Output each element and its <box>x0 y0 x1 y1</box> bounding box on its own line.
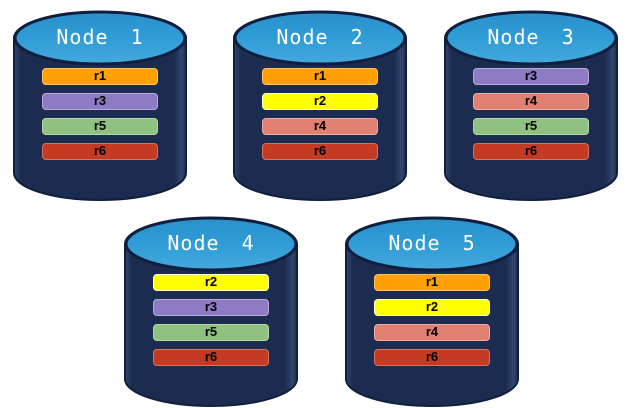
replica-bar: r1 <box>42 68 158 85</box>
replica-bar: r1 <box>262 68 378 85</box>
replica-bar: r6 <box>374 349 490 366</box>
node-title: Node 5 <box>388 231 476 255</box>
replica-bar: r6 <box>42 143 158 160</box>
replica-list: r3 r4 r5 r6 <box>473 68 589 168</box>
db-node-1: Node 1 r1 r3 r5 r6 <box>12 8 188 202</box>
replica-bar: r5 <box>42 118 158 135</box>
replica-bar: r5 <box>153 324 269 341</box>
replica-list: r1 r3 r5 r6 <box>42 68 158 168</box>
replica-bar: r4 <box>262 118 378 135</box>
replica-list: r1 r2 r4 r6 <box>374 274 490 374</box>
replica-bar: r6 <box>262 143 378 160</box>
node-title: Node 4 <box>167 231 255 255</box>
replica-bar: r6 <box>153 349 269 366</box>
replica-bar: r3 <box>153 299 269 316</box>
replica-bar: r2 <box>153 274 269 291</box>
node-title: Node 1 <box>56 25 144 49</box>
db-node-2: Node 2 r1 r2 r4 r6 <box>232 8 408 202</box>
db-node-5: Node 5 r1 r2 r4 r6 <box>344 214 520 408</box>
replica-list: r1 r2 r4 r6 <box>262 68 378 168</box>
node-title: Node 3 <box>487 25 575 49</box>
replica-bar: r2 <box>374 299 490 316</box>
replica-bar: r3 <box>473 68 589 85</box>
db-node-4: Node 4 r2 r3 r5 r6 <box>123 214 299 408</box>
node-title: Node 2 <box>276 25 364 49</box>
replica-bar: r3 <box>42 93 158 110</box>
replica-bar: r4 <box>374 324 490 341</box>
replica-bar: r5 <box>473 118 589 135</box>
replica-list: r2 r3 r5 r6 <box>153 274 269 374</box>
replica-bar: r4 <box>473 93 589 110</box>
replica-bar: r2 <box>262 93 378 110</box>
replica-bar: r1 <box>374 274 490 291</box>
db-node-3: Node 3 r3 r4 r5 r6 <box>443 8 619 202</box>
replica-bar: r6 <box>473 143 589 160</box>
